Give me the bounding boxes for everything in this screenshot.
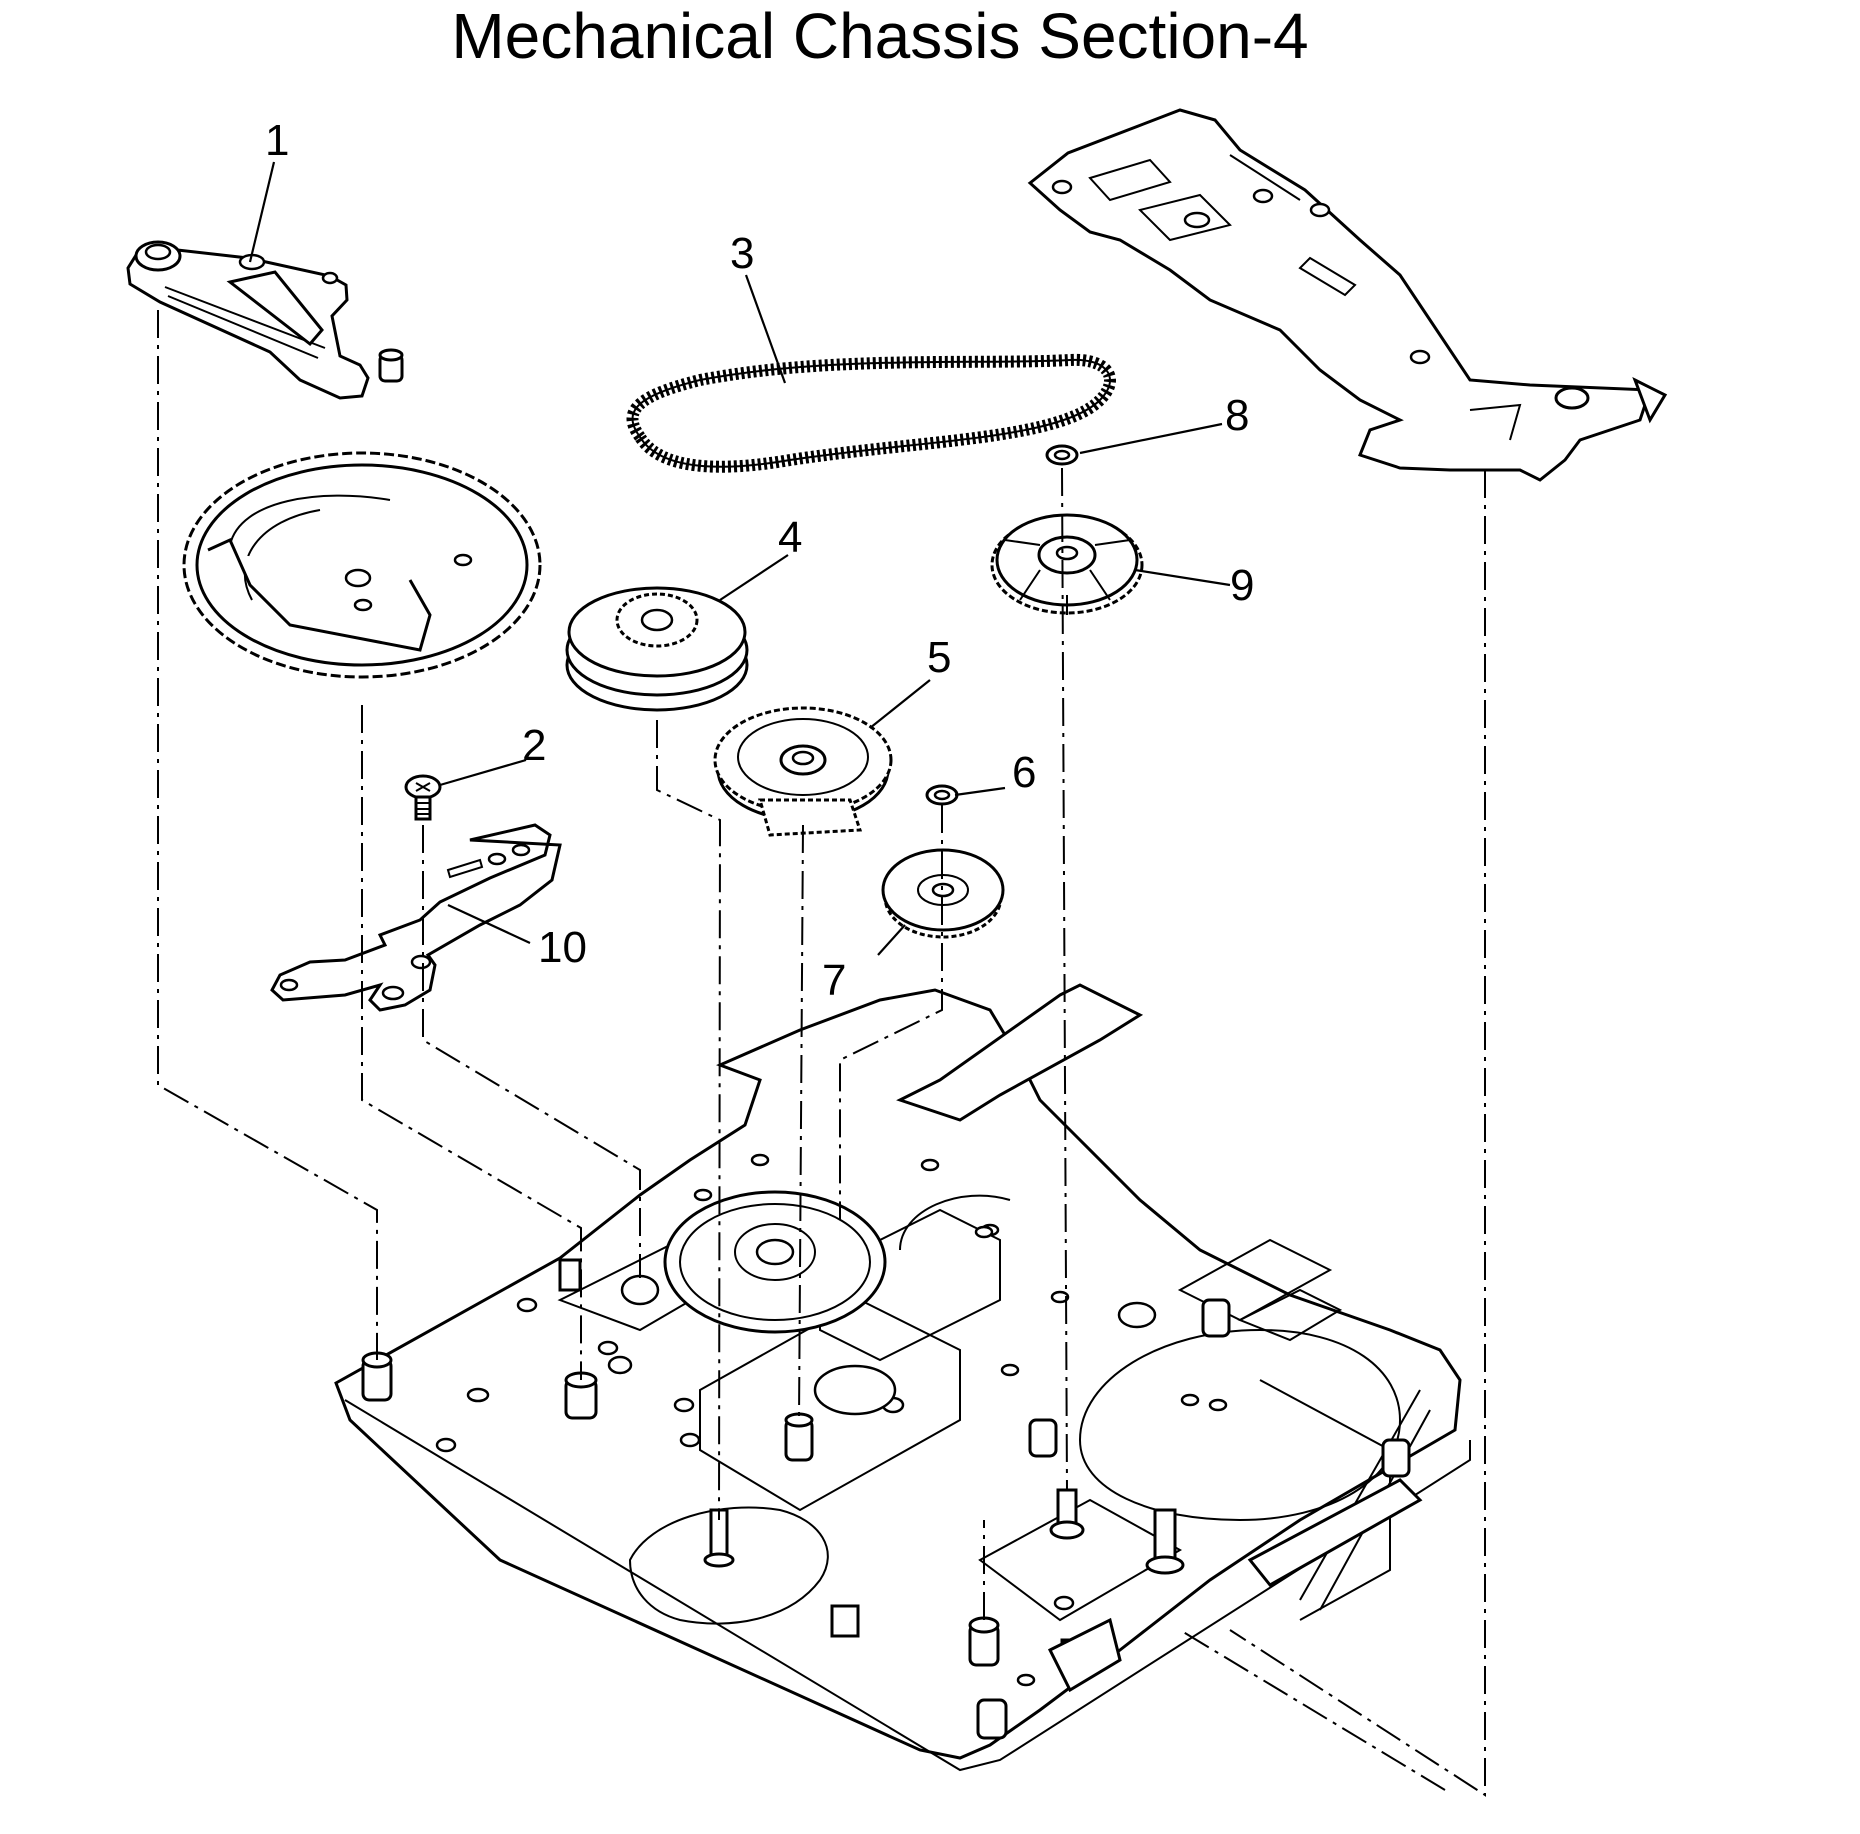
leader-lines [248, 161, 1231, 956]
callout-5: 5 [927, 633, 951, 682]
slider-plate [1027, 108, 1668, 482]
large-ring-gear-icon [182, 451, 542, 679]
part-3-timing-belt [626, 353, 1116, 473]
callout-1: 1 [265, 116, 289, 165]
part-10-arm-bracket [270, 823, 562, 1012]
part-9-spur-gear [990, 513, 1144, 615]
page-title: Mechanical Chassis Section-4 [451, 0, 1309, 72]
part-5-cam-gear [713, 706, 893, 837]
part-8-washer [1045, 444, 1079, 466]
part-4-pulley-gear [565, 586, 749, 712]
callout-7: 7 [822, 956, 846, 1005]
callout-10: 10 [538, 923, 587, 972]
part-2-screw [404, 774, 442, 821]
part-6-washer [925, 784, 959, 806]
main-chassis-plate [334, 983, 1471, 1772]
callout-2: 2 [522, 721, 546, 770]
installed-gear-icon [663, 1190, 887, 1334]
callout-6: 6 [1012, 748, 1036, 797]
callout-labels: 1 2 3 4 5 6 7 8 9 10 [265, 116, 1254, 1005]
part-1-lever-plate [126, 240, 404, 400]
assembly-lines [157, 310, 1486, 1797]
callout-4: 4 [778, 513, 802, 562]
callout-8: 8 [1225, 391, 1249, 440]
chassis-holes [435, 1153, 1228, 1687]
callout-9: 9 [1230, 561, 1254, 610]
callout-3: 3 [730, 229, 754, 278]
